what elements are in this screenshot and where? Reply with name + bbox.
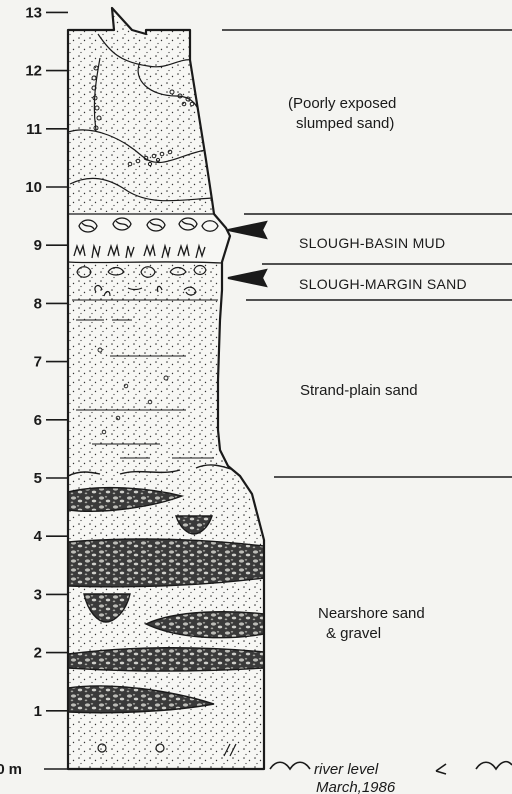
scale-tick-label: 3	[34, 586, 42, 603]
strand-plain-sand-label: Strand-plain sand	[300, 382, 418, 399]
scale-tick-label: 5	[34, 470, 42, 487]
scale-tick-label: 11	[26, 121, 42, 138]
scale-zero-label: 0	[0, 761, 5, 778]
slough-arrows	[228, 222, 266, 286]
scale-unit: m	[9, 761, 22, 778]
scale-tick-label: 10	[25, 179, 42, 196]
scale-tick-label: 7	[34, 354, 42, 371]
nearshore-sand-gravel-label: Nearshore sand & gravel	[318, 605, 429, 642]
river-level-label: river level March,1986	[314, 761, 396, 794]
scale-tick-label: 4	[34, 528, 43, 545]
scale-tick-label: 12	[25, 63, 42, 80]
slumped-sand-label: (Poorly exposed slumped sand)	[288, 95, 401, 132]
scale-tick-label: 6	[34, 412, 42, 429]
scale-tick-label: 13	[25, 4, 42, 21]
scale-tick-label: 8	[34, 295, 42, 312]
slough-basin-mud-label: SLOUGH-BASIN MUD	[299, 235, 445, 251]
section-column	[68, 8, 264, 769]
scale-tick-label: 1	[34, 703, 42, 720]
slough-basin-arrow	[228, 222, 266, 238]
river-level-marker	[270, 762, 512, 774]
slough-margin-arrow	[228, 270, 266, 286]
scale-tick-label: 9	[34, 237, 42, 254]
slough-margin-sand-label: SLOUGH-MARGIN SAND	[299, 276, 467, 292]
scale-tick-label: 2	[34, 645, 42, 662]
